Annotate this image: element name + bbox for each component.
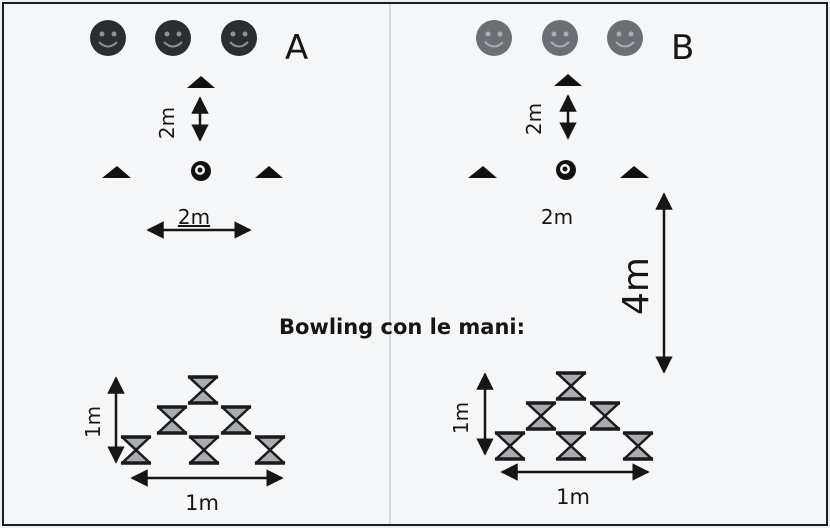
player-icon <box>541 19 579 57</box>
players-b <box>475 19 644 57</box>
cone-icon <box>102 166 131 178</box>
diagram-title: Bowling con le mani: <box>279 315 525 339</box>
pins-a: 1m 1m <box>81 375 287 515</box>
cone-icon <box>468 166 497 178</box>
pin-icon <box>588 401 622 431</box>
pins-width-label-a: 1m <box>185 491 219 515</box>
pin-icon <box>187 435 221 465</box>
pin-icon <box>155 405 189 435</box>
pin-icon <box>493 431 527 461</box>
cone-icon <box>554 74 582 86</box>
player-icon <box>89 19 127 57</box>
ball-icon <box>191 161 211 181</box>
vertical-distance-label-a: 2m <box>155 107 179 139</box>
pin-icon <box>253 435 287 465</box>
player-icon <box>606 19 644 57</box>
cone-icon <box>255 166 283 178</box>
section-b-label: B <box>671 28 694 68</box>
horizontal-distance-label-b: 2m <box>541 205 573 229</box>
cone-icon <box>187 76 215 88</box>
players-a <box>89 19 258 57</box>
pins-height-label-a: 1m <box>81 406 105 438</box>
pin-icon <box>524 401 558 431</box>
bowling-diagram: A 2m 2m B 2m 2m 4m Bowling con le mani: <box>81 4 694 524</box>
pin-icon <box>186 375 220 405</box>
section-a-label: A <box>285 28 308 68</box>
ball-icon <box>556 160 576 180</box>
pin-icon <box>621 431 655 461</box>
cone-icon <box>620 166 649 178</box>
player-icon <box>475 19 513 57</box>
horizontal-distance-label-a: 2m <box>178 205 210 229</box>
section-a: A 2m 2m <box>89 19 308 239</box>
pin-icon <box>119 435 153 465</box>
player-icon <box>154 19 192 57</box>
player-icon <box>220 19 258 57</box>
vertical-distance-label-b: 2m <box>522 103 546 135</box>
section-b: B 2m 2m 4m <box>468 19 694 374</box>
pin-icon <box>554 431 588 461</box>
pins-b: 1m 1m <box>449 371 655 509</box>
pins-width-label-b: 1m <box>556 485 590 509</box>
long-distance-label: 4m <box>616 257 657 315</box>
pin-icon <box>219 405 253 435</box>
pin-icon <box>554 371 588 401</box>
pins-height-label-b: 1m <box>449 402 473 434</box>
